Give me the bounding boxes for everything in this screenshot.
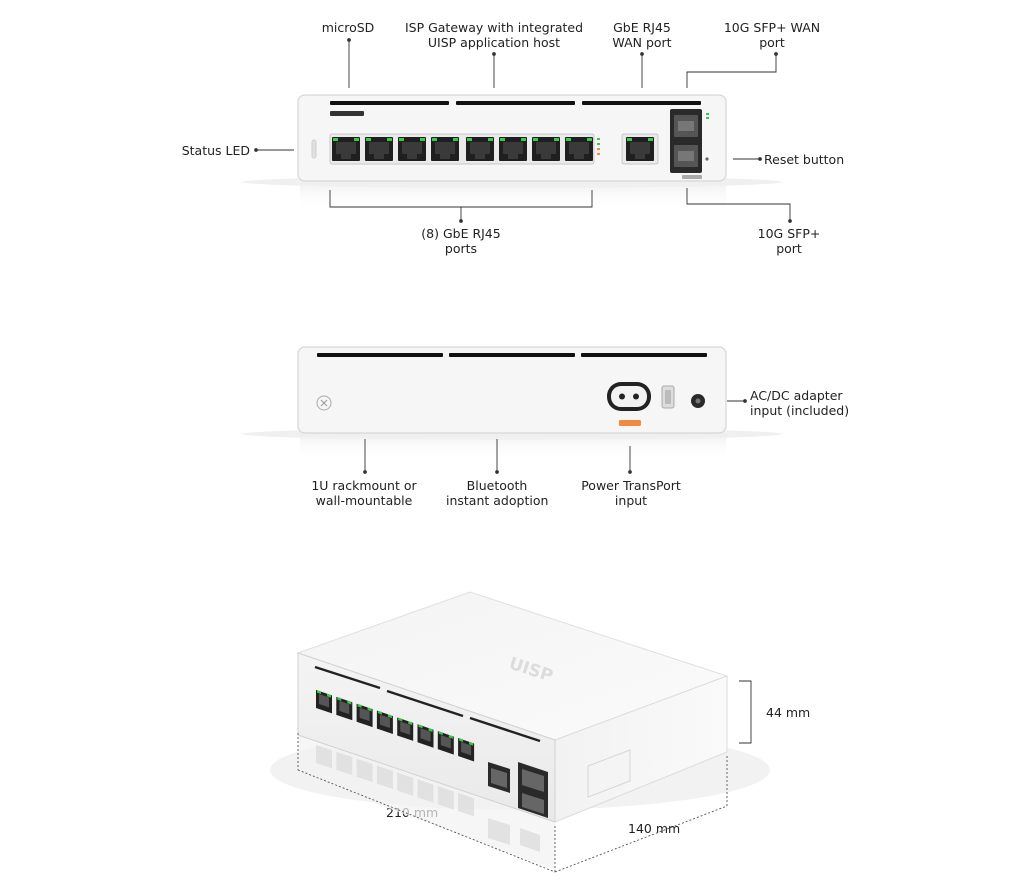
front-view-device — [242, 38, 792, 223]
lan-port-group — [329, 133, 595, 165]
iso-side-panel — [587, 749, 631, 798]
iso-reflection-port-4 — [376, 765, 393, 789]
iso-reflection-port-8 — [458, 793, 475, 817]
status-led — [311, 139, 317, 159]
dimension-depth-line — [554, 805, 728, 873]
lan-port-3[interactable] — [398, 137, 426, 161]
iso-lan-port-5 — [397, 717, 414, 741]
label-sfp-port: 10G SFP+ port — [757, 226, 821, 256]
front-vent-3 — [582, 101, 701, 105]
dimension-depth: 140 mm — [628, 821, 681, 836]
lan-port-4[interactable] — [431, 137, 459, 161]
iso-reflection-port-3 — [356, 758, 373, 783]
dimension-height-bracket — [739, 680, 752, 744]
iso-lan-port-2 — [336, 696, 353, 721]
label-sfp-wan: 10G SFP+ WAN port — [723, 20, 821, 50]
iso-vent-3 — [469, 716, 541, 743]
label-microsd: microSD — [321, 20, 375, 35]
iso-lan-port-7 — [437, 731, 454, 755]
microsd-slot — [330, 111, 364, 116]
leader-sfp-port — [686, 188, 791, 221]
label-bluetooth: Bluetooth instant adoption — [446, 478, 549, 508]
rear-vent-2 — [449, 353, 575, 357]
iso-reflection-port-5 — [397, 772, 414, 796]
front-reflection — [300, 182, 726, 212]
iso-lan-port-8 — [458, 738, 475, 762]
mount-logo-icon — [316, 395, 332, 411]
iso-reflection-port-7 — [437, 786, 454, 810]
dimension-height: 44 mm — [766, 705, 811, 720]
label-status-led: Status LED — [181, 143, 250, 158]
iso-reflection-ports — [316, 745, 540, 852]
transport-badge — [619, 420, 641, 426]
rear-vent-3 — [581, 353, 707, 357]
iso-lan-port-6 — [417, 724, 434, 748]
lan-ports — [332, 137, 593, 161]
lan-port-6[interactable] — [499, 137, 527, 161]
rear-leaders — [363, 399, 747, 474]
iso-reflection-port-1 — [316, 745, 332, 769]
label-gbe-ports: (8) GbE RJ45 ports — [421, 226, 501, 256]
lan-port-7[interactable] — [532, 137, 560, 161]
label-reset-button: Reset button — [764, 152, 845, 167]
iso-lan-port-1 — [316, 690, 332, 714]
reset-button — [705, 157, 709, 161]
sfp-tab — [682, 175, 702, 179]
rear-reflection — [300, 434, 726, 460]
iso-reflection-wan — [488, 818, 510, 845]
iso-view-device: UISP — [270, 591, 770, 873]
rear-body — [297, 346, 727, 434]
iso-vent-1 — [314, 665, 381, 690]
label-gateway: ISP Gateway with integrated UISP applica… — [404, 20, 584, 50]
label-wan-port: GbE RJ45 WAN port — [612, 20, 672, 50]
label-acdc-input: AC/DC adapter input (included) — [750, 388, 850, 418]
label-rackmount: 1U rackmount or wall-mountable — [311, 478, 417, 508]
front-vent-2 — [456, 101, 575, 105]
iso-lan-ports — [316, 690, 475, 762]
rear-vent-1 — [317, 353, 443, 357]
port-led-legend — [597, 138, 600, 155]
iso-reflection-sfp — [520, 828, 540, 852]
iso-lan-port-3 — [356, 703, 373, 728]
lan-port-8[interactable] — [565, 137, 593, 161]
lan-port-2[interactable] — [365, 137, 393, 161]
iso-vent-2 — [386, 689, 464, 718]
iso-reflection-port-2 — [336, 751, 353, 776]
rear-view-device — [242, 346, 782, 474]
leader-sfp-wan — [686, 54, 777, 88]
front-vent-1 — [330, 101, 449, 105]
wan-port-jack[interactable] — [626, 137, 654, 161]
lan-port-5[interactable] — [466, 137, 494, 161]
lan-port-1[interactable] — [332, 137, 360, 161]
iso-lan-port-4 — [376, 710, 393, 734]
label-transport: Power TransPort input — [581, 478, 681, 508]
iso-reflection-port-6 — [417, 779, 434, 803]
dimension-guides — [297, 733, 728, 873]
front-leaders — [254, 38, 792, 223]
wan-port — [626, 137, 654, 161]
